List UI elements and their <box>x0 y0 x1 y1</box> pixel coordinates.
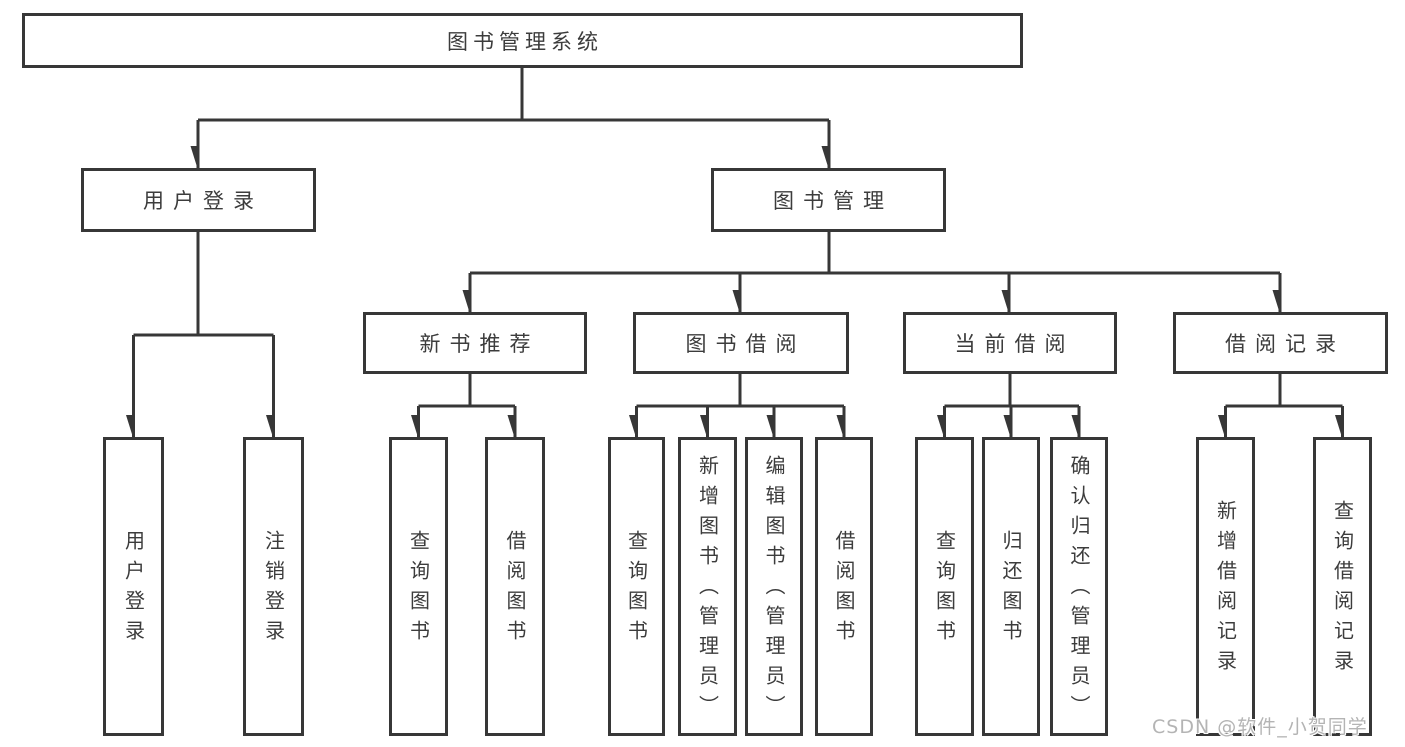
node-new-book-recommend: 新书推荐 <box>363 312 587 374</box>
leaf-current-query-books: 查询图书 <box>915 437 974 736</box>
node-root: 图书管理系统 <box>22 13 1023 68</box>
watermark: CSDN @软件_小贺同学 <box>1152 716 1368 738</box>
node-borrowing-records: 借阅记录 <box>1173 312 1388 374</box>
leaf-borrowing-add-books-admin: 新增图书（管理员） <box>678 437 737 736</box>
node-book-management: 图书管理 <box>711 168 946 232</box>
leaf-records-add-record: 新增借阅记录 <box>1196 437 1255 736</box>
leaf-borrowing-query-books: 查询图书 <box>608 437 665 736</box>
leaf-current-return-books: 归还图书 <box>982 437 1040 736</box>
node-current-borrowing: 当前借阅 <box>903 312 1117 374</box>
leaf-newbooks-query-books: 查询图书 <box>389 437 448 736</box>
node-book-borrowing: 图书借阅 <box>633 312 849 374</box>
leaf-records-query-record: 查询借阅记录 <box>1313 437 1372 736</box>
leaf-newbooks-borrow-books: 借阅图书 <box>485 437 545 736</box>
leaf-current-confirm-return-admin: 确认归还（管理员） <box>1050 437 1108 736</box>
leaf-borrowing-borrow-books: 借阅图书 <box>815 437 873 736</box>
leaf-borrowing-edit-books-admin: 编辑图书（管理员） <box>745 437 803 736</box>
leaf-logout-login: 注销登录 <box>243 437 304 736</box>
node-user-login: 用户登录 <box>81 168 316 232</box>
leaf-user-login: 用户登录 <box>103 437 164 736</box>
